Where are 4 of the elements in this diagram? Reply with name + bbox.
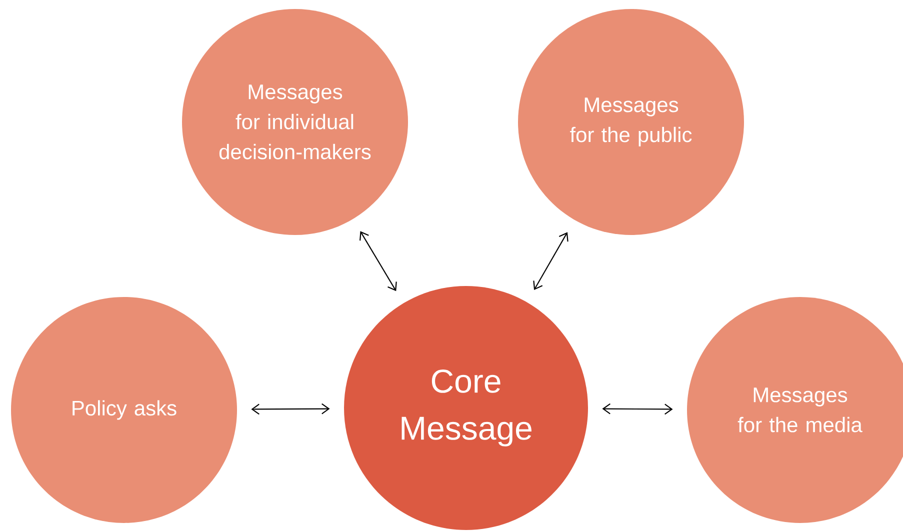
arrow	[602, 403, 673, 415]
arrow	[360, 231, 397, 292]
arrow	[533, 232, 568, 290]
arrow	[251, 403, 330, 415]
